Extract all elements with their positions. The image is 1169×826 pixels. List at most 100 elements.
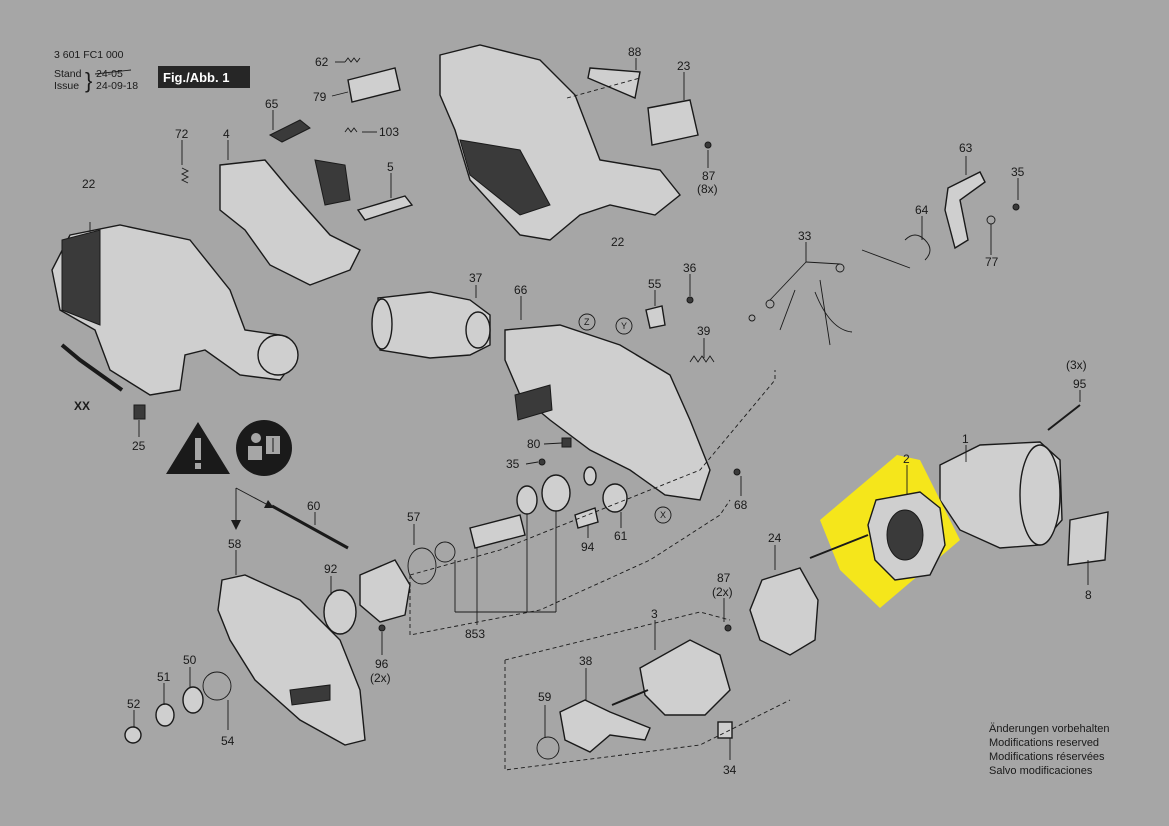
marker-x: [654, 506, 672, 524]
label-34: 34: [723, 763, 737, 777]
label-52: 52: [127, 697, 141, 711]
stand-value: 24-05: [96, 68, 123, 80]
gear-b: [541, 474, 571, 512]
label-94: 94: [581, 540, 595, 554]
document-header: 3 601 FC1 000 Stand 24-05 Issue 24-09-18…: [54, 49, 250, 93]
label-4: 4: [223, 127, 230, 141]
blade-guard-58: [217, 574, 366, 746]
label-58: 58: [228, 537, 242, 551]
label-51: 51: [157, 670, 171, 684]
label-y: Y: [621, 321, 627, 331]
label-50: 50: [183, 653, 197, 667]
label-z: Z: [584, 317, 590, 327]
label-38: 38: [579, 654, 593, 668]
part-number: 3 601 FC1 000: [54, 49, 124, 61]
lever-63: [944, 171, 986, 250]
note-es: Salvo modificaciones: [989, 765, 1093, 777]
part-23: [647, 99, 699, 146]
label-79: 79: [313, 90, 327, 104]
label-80: 80: [527, 437, 541, 451]
bearing-61: [602, 483, 628, 513]
bracket-38: [559, 699, 651, 753]
label-35a: 35: [1011, 165, 1025, 179]
armature-3: [639, 639, 731, 716]
label-23: 23: [677, 59, 691, 73]
label-88: [587, 67, 641, 99]
label-87a: 87: [702, 169, 716, 183]
washer-51: [155, 703, 175, 727]
ring-57: [407, 547, 437, 585]
part-79: [347, 67, 401, 103]
label-5: 5: [387, 160, 394, 174]
arrow-head: [231, 520, 241, 530]
label-35b: 35: [506, 457, 520, 471]
label-92: 92: [324, 562, 338, 576]
label-61: 61: [614, 529, 628, 543]
spring-62: [344, 57, 361, 63]
spring-64: [904, 234, 931, 261]
baffle-24: [749, 567, 819, 656]
label-95: 95: [1073, 377, 1087, 391]
label-66: 66: [514, 283, 528, 297]
label-59: 59: [538, 690, 552, 704]
label-60: 60: [307, 499, 321, 513]
part-80: [561, 437, 572, 448]
screw-35b: [538, 458, 546, 466]
marker-y: [615, 317, 633, 335]
label-103: 103: [379, 125, 399, 139]
figure-label: Fig./Abb. 1: [163, 70, 229, 85]
switch-assembly-4: [219, 159, 361, 286]
label-8: [1067, 511, 1109, 566]
handle-22: [51, 224, 296, 396]
rod-33: [861, 249, 911, 269]
label-33: 33: [798, 229, 812, 243]
modification-notes: Änderungen vorbehalten Modifications res…: [989, 722, 1109, 778]
label-22b: 22: [611, 235, 625, 249]
note-fr: Modifications réservées: [989, 751, 1105, 763]
screw-87: [704, 141, 712, 149]
label-2: 2: [903, 452, 910, 466]
screw-95: [1047, 404, 1081, 431]
bushing-92: [323, 589, 357, 635]
stand-strike: [94, 69, 132, 75]
label-2xa: (2x): [370, 671, 391, 685]
label-65: 65: [265, 97, 279, 111]
washer-50: [182, 686, 204, 714]
label-96: 96: [375, 657, 389, 671]
washer-77: [986, 215, 996, 225]
label-853: 853: [465, 627, 485, 641]
screw-68: [733, 468, 741, 476]
dust-adapter-37: [377, 291, 491, 359]
marker-z: [578, 313, 596, 331]
issue-label: Issue: [54, 80, 79, 92]
spring-39: [689, 355, 715, 363]
label-24: 24: [768, 531, 782, 545]
brace: }: [85, 68, 92, 93]
label-63: 63: [959, 141, 973, 155]
label-77: 77: [985, 255, 999, 269]
part-number-labels: 62 79 65 103 72 4 5 88 23 87 (8x) 22 22 …: [74, 45, 1092, 777]
read-manual-icon: [236, 420, 292, 476]
label-87b: 87: [717, 571, 731, 585]
part-94: [574, 507, 599, 529]
label-3x: (3x): [1066, 358, 1087, 372]
shaft: [469, 514, 526, 549]
label-39: 39: [697, 324, 711, 338]
label-68: 68: [734, 498, 748, 512]
note-de: Änderungen vorbehalten: [989, 723, 1110, 735]
part-55: [645, 305, 666, 329]
label-72: 72: [175, 127, 189, 141]
part-65: [268, 119, 311, 143]
part-5: [356, 195, 414, 221]
hex-key-xx: [60, 343, 124, 392]
spring-72: [180, 167, 190, 184]
screw-35a: [1012, 203, 1020, 211]
label-8: 8: [1085, 588, 1092, 602]
label-54: 54: [221, 734, 235, 748]
label-57: 57: [407, 510, 421, 524]
ring-54: [202, 671, 232, 701]
figure-badge: [158, 66, 250, 88]
part-25: [133, 404, 146, 420]
part-34: [717, 721, 733, 739]
label-8x: (8x): [697, 182, 718, 196]
